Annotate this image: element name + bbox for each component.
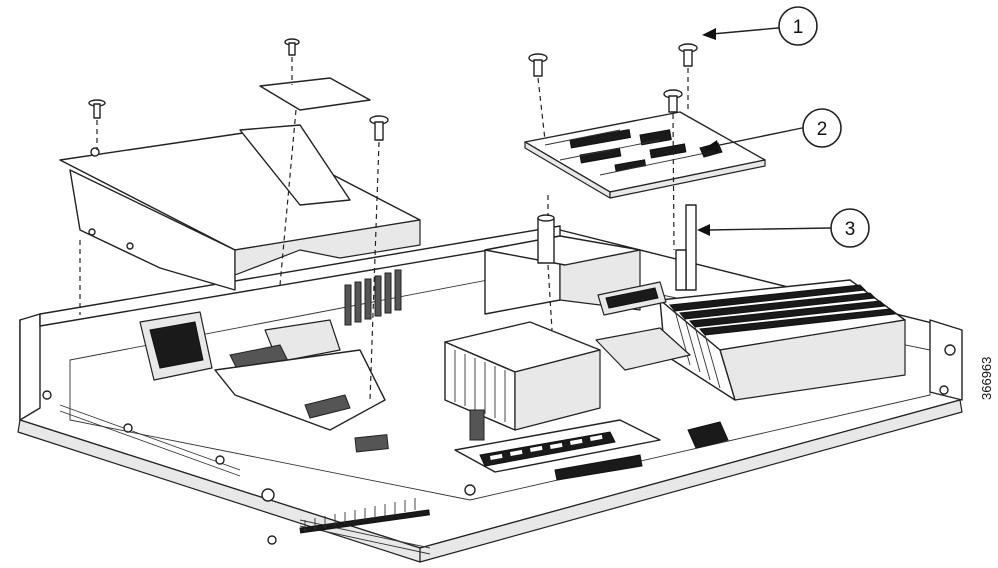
callout-label-2: 2 <box>817 119 828 140</box>
dimm-modules <box>659 279 906 401</box>
cover-plate <box>59 124 421 291</box>
screw-center <box>369 115 389 141</box>
screws <box>88 38 698 264</box>
callout-label-1: 1 <box>793 17 804 38</box>
screw-module-cover <box>284 38 300 56</box>
assembly-guide-lines <box>79 57 689 401</box>
daughter-card <box>524 111 766 199</box>
heatsink-block <box>444 321 601 441</box>
screw-cover-left <box>88 99 106 119</box>
figure-id: 366963 <box>979 357 994 400</box>
callout-2: 2 <box>704 108 842 152</box>
callout-3: 3 <box>697 208 870 248</box>
screw-card-left <box>528 53 548 77</box>
screw-card-right-lower <box>663 89 683 113</box>
callout-label-3: 3 <box>845 219 856 240</box>
screw-card-right <box>678 43 698 67</box>
standoff-center <box>537 214 555 264</box>
motherboard-components <box>139 204 906 481</box>
module-cover-plate <box>259 77 371 111</box>
callout-1: 1 <box>702 6 818 46</box>
memory-slot <box>454 419 661 481</box>
